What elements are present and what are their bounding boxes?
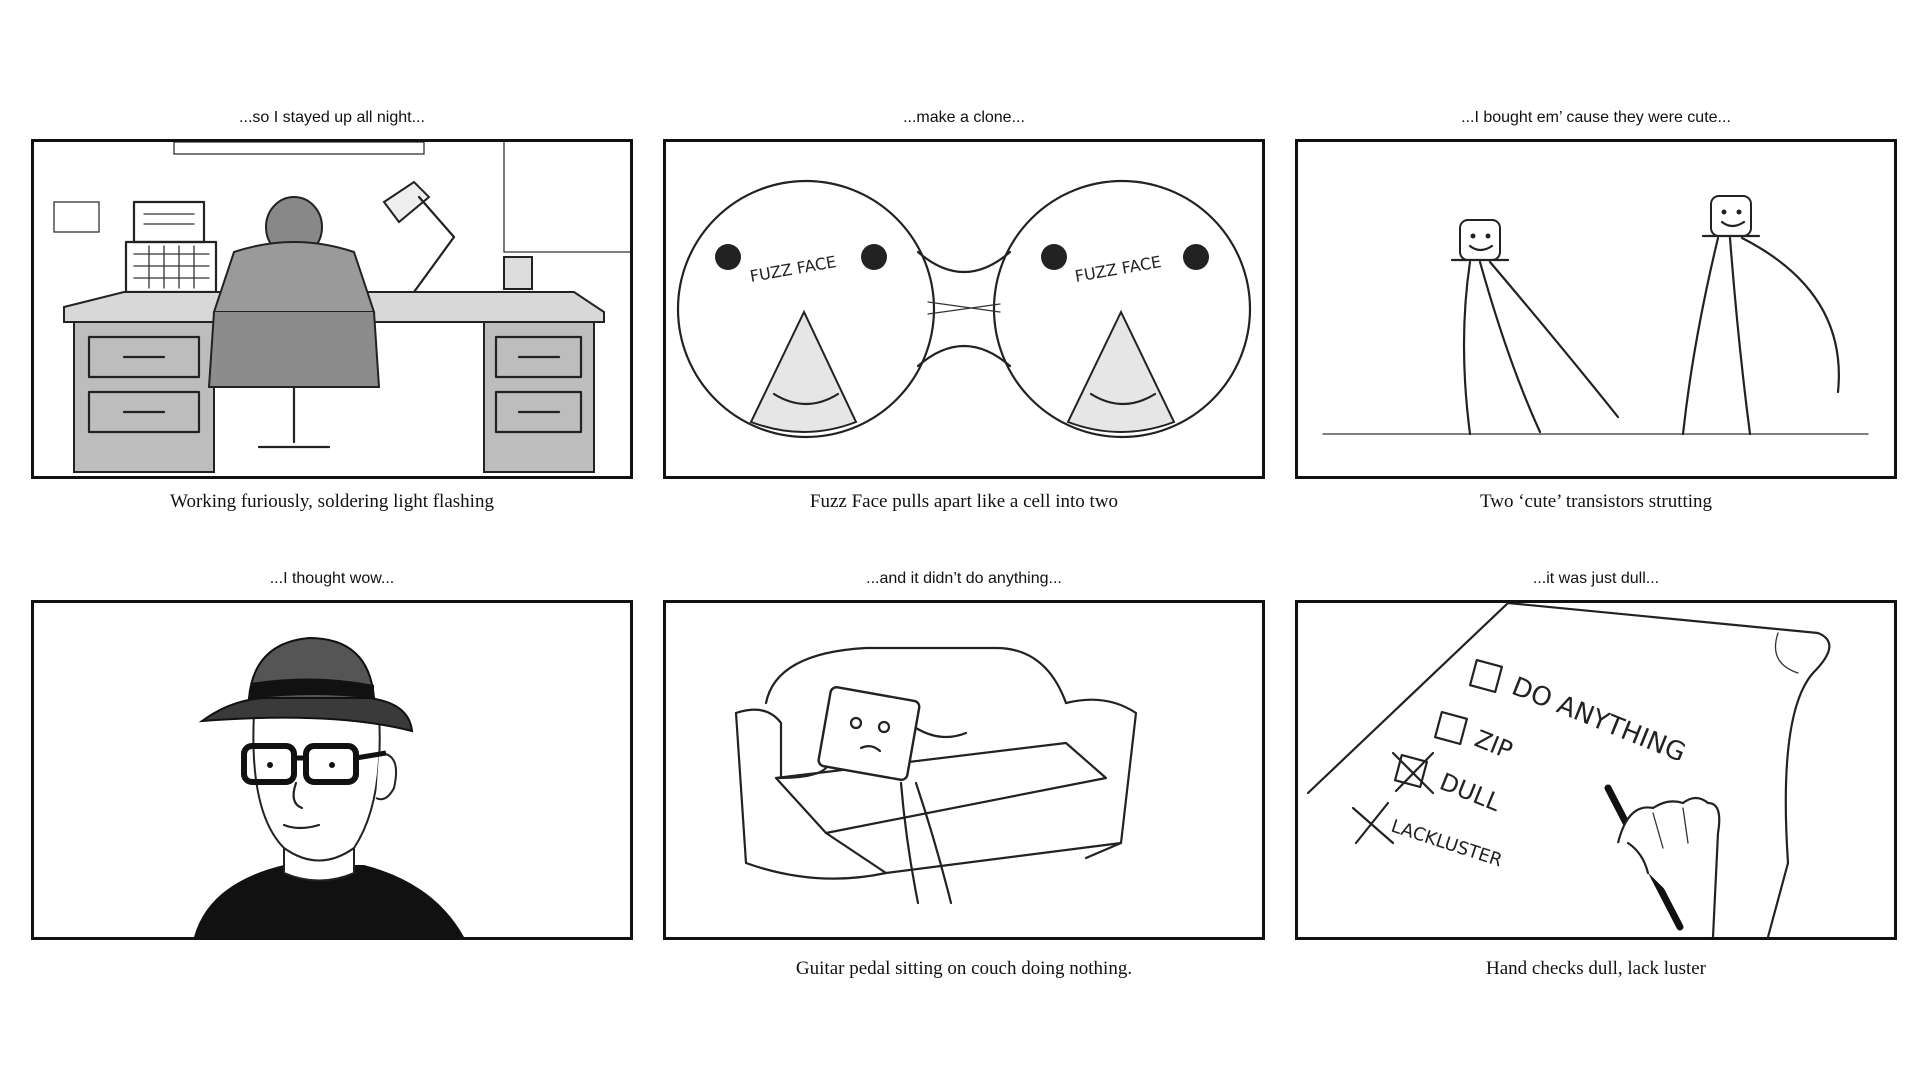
panel-6-caption: Hand checks dull, lack luster — [1485, 958, 1706, 979]
pedal-label-right: FUZZ FACE — [1073, 252, 1162, 286]
pedal-label-left: FUZZ FACE — [748, 252, 837, 286]
panel-6-checklist: DO ANYTHING ZIP DULL LACKLUSTER — [1295, 600, 1897, 940]
panel-4-portrait — [31, 600, 633, 940]
panel-5-couch-pedal — [663, 600, 1265, 940]
panel-6-dialog: ...it was just dull... — [1532, 570, 1660, 587]
fuzz-face-illustration: FUZZ FACE FUZZ FACE — [676, 179, 1252, 439]
panel-2-fuzz-face-clone: FUZZ FACE FUZZ FACE — [663, 139, 1265, 479]
checklist-item-1: DO ANYTHING — [1507, 672, 1689, 769]
checklist-illustration: DO ANYTHING ZIP DULL LACKLUSTER — [1306, 603, 1831, 937]
panel-5-dialog: ...and it didn’t do anything... — [866, 570, 1062, 587]
panel-1-caption: Working furiously, soldering light flash… — [170, 491, 494, 512]
checklist-item-4: LACKLUSTER — [1388, 816, 1504, 872]
panel-3-caption: Two ‘cute’ transistors strutting — [1479, 491, 1713, 512]
checklist-item-3: DULL — [1436, 768, 1505, 818]
panel-4-dialog: ...I thought wow... — [269, 570, 395, 587]
transistors-illustration — [1322, 195, 1869, 436]
panel-5-caption: Guitar pedal sitting on couch doing noth… — [795, 958, 1133, 979]
portrait-illustration — [194, 636, 464, 937]
couch-illustration — [734, 646, 1138, 905]
panel-2-dialog: ...make a clone... — [903, 109, 1025, 126]
desk-illustration — [53, 142, 630, 473]
panel-2-caption: Fuzz Face pulls apart like a cell into t… — [809, 491, 1119, 512]
panel-3-dialog: ...I bought em’ cause they were cute... — [1461, 109, 1731, 126]
panel-3-transistors — [1295, 139, 1897, 479]
panel-1-dialog: ...so I stayed up all night... — [239, 109, 425, 126]
panel-1-desk-scene — [31, 139, 633, 479]
checklist-item-2: ZIP — [1471, 725, 1517, 765]
